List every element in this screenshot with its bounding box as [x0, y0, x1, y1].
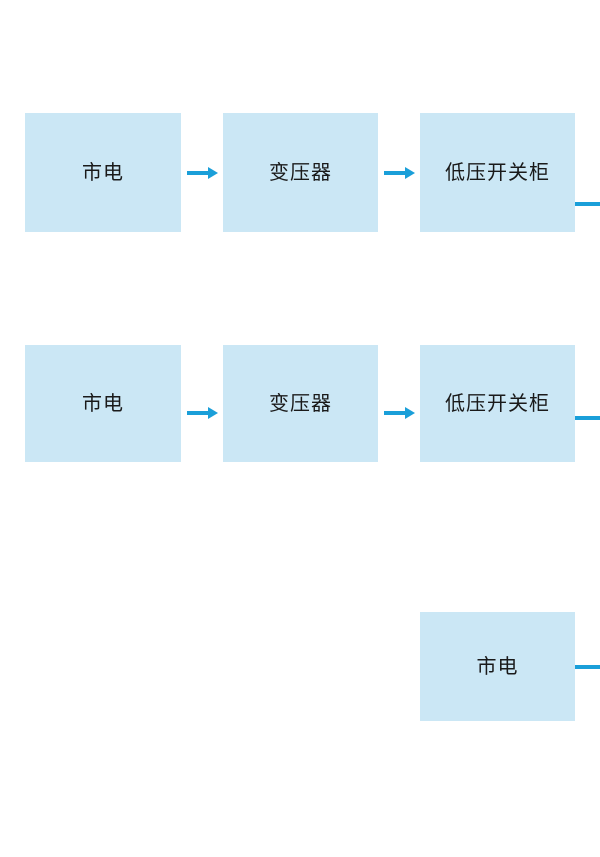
arrow-head-icon	[405, 407, 415, 419]
connector-line	[575, 202, 600, 206]
process-node[interactable]: 低压开关柜	[420, 113, 575, 232]
node-label: 变压器	[269, 161, 332, 184]
node-label: 低压开关柜	[445, 392, 550, 415]
node-label: 市电	[82, 392, 124, 415]
connector-line	[575, 665, 600, 669]
flow-arrow-icon	[187, 407, 218, 419]
flow-arrow-icon	[187, 167, 218, 179]
process-node[interactable]: 低压开关柜	[420, 345, 575, 462]
arrow-head-icon	[208, 407, 218, 419]
process-node[interactable]: 市电	[25, 113, 181, 232]
connector-line	[575, 416, 600, 420]
process-node[interactable]: 市电	[420, 612, 575, 721]
process-node[interactable]: 变压器	[223, 345, 378, 462]
flow-arrow-icon	[384, 167, 415, 179]
arrow-shaft	[384, 171, 406, 175]
arrow-head-icon	[208, 167, 218, 179]
arrow-head-icon	[405, 167, 415, 179]
node-label: 低压开关柜	[445, 161, 550, 184]
process-node[interactable]: 市电	[25, 345, 181, 462]
flow-arrow-icon	[384, 407, 415, 419]
arrow-shaft	[187, 411, 209, 415]
node-label: 市电	[476, 655, 519, 678]
arrow-shaft	[384, 411, 406, 415]
node-label: 变压器	[269, 392, 332, 415]
node-label: 市电	[82, 161, 124, 184]
arrow-shaft	[187, 171, 209, 175]
process-node[interactable]: 变压器	[223, 113, 378, 232]
